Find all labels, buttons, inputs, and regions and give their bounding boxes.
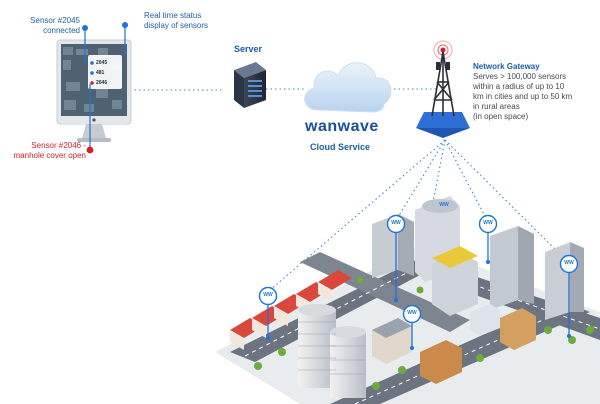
city-illustration [215, 196, 600, 404]
sensor-connected-label: Sensor #2045 connected [30, 16, 80, 35]
cloud-service-label: Cloud Service [310, 142, 371, 152]
sensor-tag: WW [483, 220, 493, 226]
server-icon [234, 62, 266, 108]
sensor-alert-label: Sensor #2046 - manhole cover open [13, 141, 87, 160]
gateway-title: Network Gateway [473, 62, 540, 71]
sensor-tag: WW [564, 260, 574, 266]
status-display-label: Real time status display of sensors [144, 11, 209, 30]
monitor-icon [56, 39, 132, 142]
gateway-description: Serves > 100,000 sensors within a radius… [473, 72, 573, 121]
sensor-tag: WW [391, 220, 401, 226]
screen-row-alert: 2046 [96, 80, 108, 86]
gateway-tower-icon [416, 40, 470, 138]
sensor-tag: WW [439, 202, 449, 208]
server-label: Server [234, 44, 263, 54]
cloud-brand-logo: wanwave [305, 118, 379, 135]
sensor-pins [258, 214, 579, 350]
data-link-lines [130, 88, 569, 313]
screen-row-connected: 2045 [96, 60, 108, 66]
sensor-tag: WW [407, 310, 417, 316]
sensor-tag: WW [263, 292, 273, 298]
cloud-icon [304, 62, 392, 113]
monitor-callouts [82, 22, 128, 154]
screen-row-neutral: 481 [96, 70, 105, 76]
